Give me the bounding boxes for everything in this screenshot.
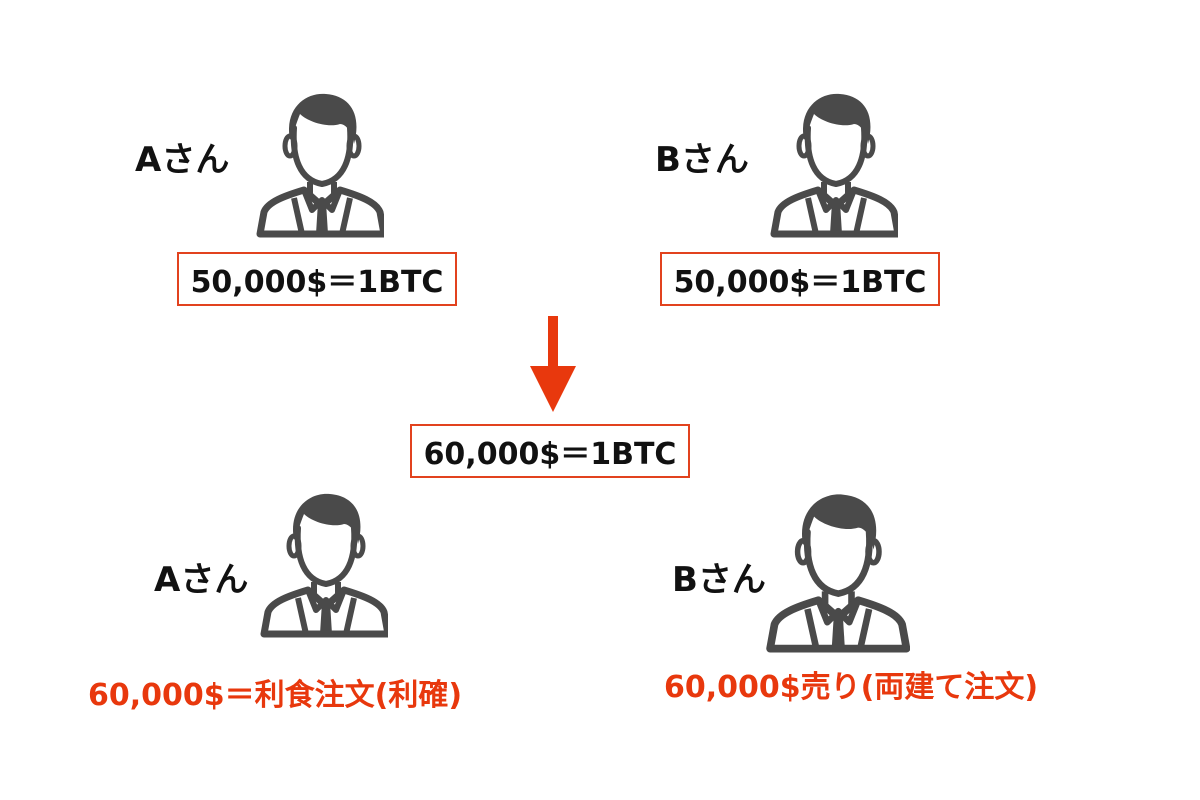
before-person-b-price-box: 50,000$＝1BTC — [660, 252, 940, 306]
transition-price-box: 60,000$＝1BTC — [410, 424, 690, 478]
businessman-icon — [760, 488, 910, 653]
after-person-a-action: 60,000$＝利食注文(利確) — [88, 678, 463, 713]
before-person-b-price: 50,000$＝1BTC — [673, 265, 927, 300]
before-person-a-price-box: 50,000$＝1BTC — [177, 252, 457, 306]
businessman-icon — [258, 488, 388, 638]
before-person-a-price: 50,000$＝1BTC — [190, 265, 444, 300]
before-person-b-label: Bさん — [655, 140, 749, 180]
businessman-icon — [254, 88, 384, 238]
before-person-a-label: Aさん — [135, 140, 230, 180]
after-person-b-action: 60,000$売り(両建て注文) — [664, 670, 1039, 705]
transition-price: 60,000$＝1BTC — [423, 437, 677, 472]
arrow-down-icon — [528, 316, 578, 412]
after-person-b-label: Bさん — [672, 560, 766, 600]
businessman-icon — [768, 88, 898, 238]
after-person-a-label: Aさん — [154, 560, 249, 600]
